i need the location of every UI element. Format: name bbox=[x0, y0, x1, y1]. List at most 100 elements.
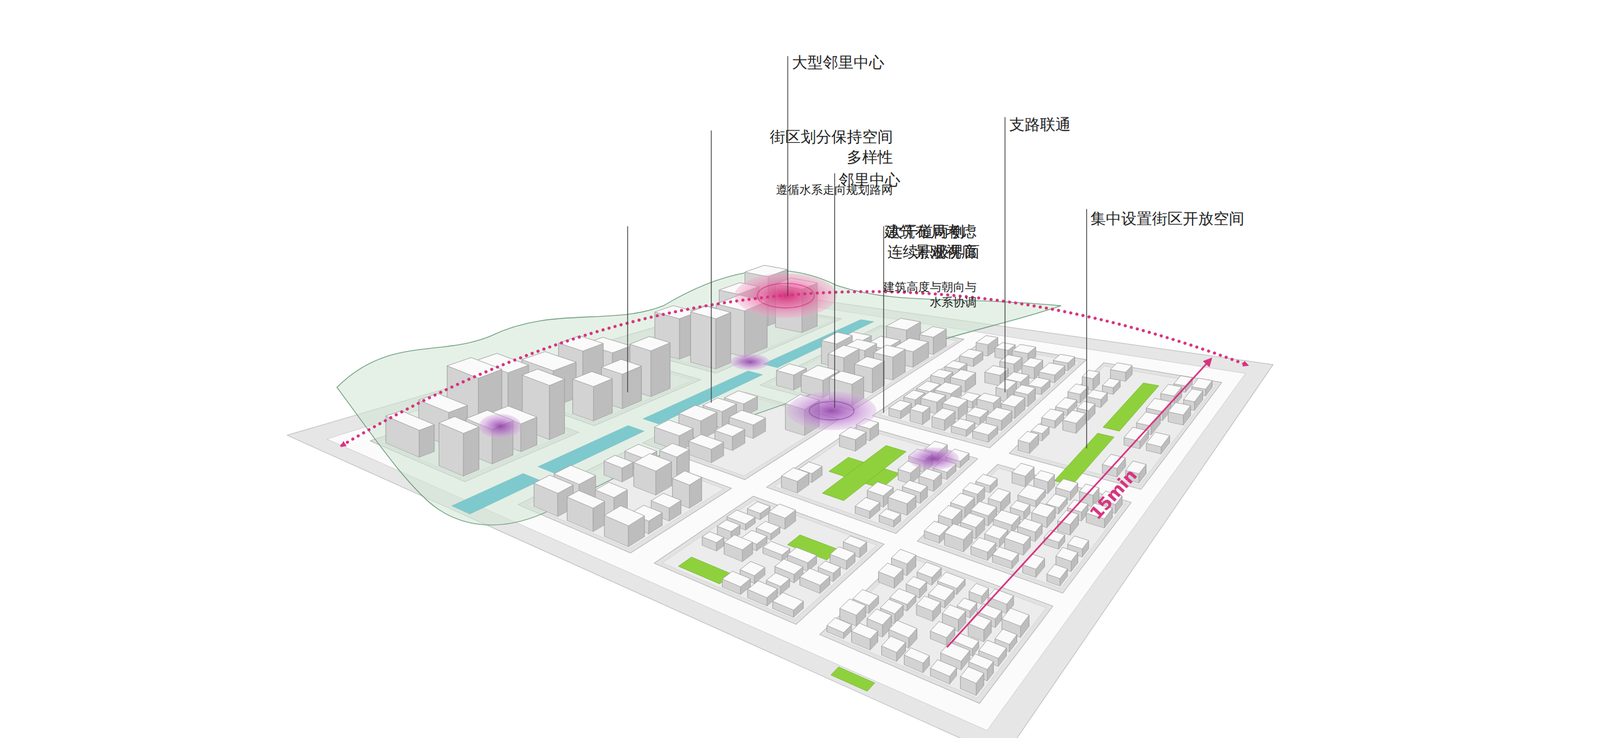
building bbox=[800, 568, 831, 594]
building-wall bbox=[463, 427, 479, 477]
building-roof bbox=[979, 640, 1007, 660]
building bbox=[604, 505, 645, 548]
building bbox=[992, 547, 1019, 570]
open-space bbox=[830, 667, 875, 692]
building-roof bbox=[951, 419, 975, 431]
callout-text: 次干道两侧 连续积极界面 bbox=[887, 222, 980, 263]
building bbox=[688, 435, 724, 464]
building-roof bbox=[963, 483, 985, 495]
building bbox=[722, 571, 751, 596]
building bbox=[702, 532, 724, 552]
building-roof bbox=[1055, 397, 1077, 410]
callout-label: 街区划分保持空间 多样性 bbox=[769, 127, 893, 168]
center-circle bbox=[478, 414, 522, 439]
callout-label: 大型邻里中心 bbox=[792, 52, 885, 74]
building-roof bbox=[1046, 494, 1068, 508]
building-roof bbox=[920, 392, 946, 403]
building bbox=[572, 371, 613, 421]
callout-label: 建筑高度与朝向与 水系协调 bbox=[883, 279, 977, 310]
center-circle bbox=[786, 391, 877, 431]
building-roof bbox=[601, 359, 642, 375]
leader-line bbox=[787, 56, 788, 296]
building-roof bbox=[930, 660, 957, 677]
block-inner bbox=[1016, 366, 1216, 486]
building-roof bbox=[787, 547, 817, 564]
building-roof bbox=[995, 629, 1017, 645]
open-space bbox=[1054, 433, 1115, 486]
building-roof bbox=[418, 393, 468, 413]
building-roof bbox=[1053, 354, 1076, 364]
building-wall bbox=[651, 342, 671, 397]
building bbox=[855, 497, 880, 519]
building bbox=[851, 623, 878, 651]
building-roof bbox=[776, 364, 807, 376]
building-roof bbox=[881, 636, 906, 653]
building-roof bbox=[572, 371, 613, 387]
building bbox=[1146, 432, 1170, 455]
building-roof bbox=[1086, 390, 1108, 400]
building-roof bbox=[1033, 470, 1055, 483]
building-roof bbox=[1079, 484, 1099, 496]
building-roof bbox=[1014, 385, 1036, 396]
building-roof bbox=[984, 525, 1008, 540]
building-massing bbox=[385, 265, 1213, 696]
building-roof bbox=[851, 623, 878, 640]
building-roof bbox=[972, 422, 998, 436]
center-ring bbox=[809, 401, 855, 421]
building-roof bbox=[1017, 484, 1045, 501]
building-wall bbox=[715, 312, 731, 370]
building-roof bbox=[1001, 395, 1025, 408]
walking-range-arc bbox=[342, 291, 1247, 446]
building-roof bbox=[889, 400, 912, 412]
block-inner bbox=[827, 556, 1047, 699]
landscape-wash bbox=[337, 270, 1062, 525]
building bbox=[690, 306, 731, 370]
building bbox=[438, 417, 479, 477]
building-roof bbox=[385, 411, 435, 431]
building-roof bbox=[906, 577, 927, 590]
building-roof bbox=[1146, 432, 1170, 448]
building bbox=[930, 660, 957, 685]
building-roof bbox=[1031, 424, 1050, 434]
callout-label: 次干道两侧 连续积极界面 bbox=[887, 222, 980, 263]
building-roof bbox=[1067, 536, 1089, 549]
building bbox=[781, 468, 809, 494]
building bbox=[772, 592, 804, 618]
building-roof bbox=[595, 482, 628, 498]
building-roof bbox=[534, 475, 573, 494]
building bbox=[960, 667, 984, 696]
building-roof bbox=[1146, 398, 1172, 413]
building bbox=[724, 535, 753, 562]
callout-text: 建筑高度与朝向与 水系协调 bbox=[883, 279, 977, 310]
street-block bbox=[872, 342, 1087, 448]
building-roof bbox=[942, 605, 966, 621]
building-roof bbox=[1168, 403, 1191, 416]
building-roof bbox=[1012, 344, 1036, 354]
building-roof bbox=[919, 326, 946, 338]
building bbox=[1022, 554, 1045, 578]
building-roof bbox=[1010, 500, 1031, 512]
building-roof bbox=[942, 396, 968, 408]
building-roof bbox=[715, 424, 745, 437]
callout-text: 集中设置街区开放空间 bbox=[1090, 209, 1245, 230]
leader-lines bbox=[627, 56, 1087, 449]
building-roof bbox=[867, 482, 893, 497]
building-roof bbox=[854, 356, 885, 369]
building-wall bbox=[690, 312, 716, 370]
building-roof bbox=[873, 345, 906, 358]
building-roof bbox=[1076, 401, 1095, 412]
building-roof bbox=[447, 357, 503, 378]
building-roof bbox=[1031, 503, 1055, 519]
building-roof bbox=[879, 509, 901, 521]
leader-line bbox=[883, 226, 884, 413]
building-roof bbox=[1000, 355, 1023, 365]
building bbox=[968, 614, 991, 643]
building bbox=[604, 455, 634, 482]
building-roof bbox=[688, 435, 724, 450]
building-roof bbox=[729, 410, 766, 426]
building-roof bbox=[654, 420, 694, 437]
building-roof bbox=[1124, 427, 1149, 442]
callout-label: 支路联通 bbox=[1009, 115, 1071, 136]
building-roof bbox=[651, 493, 681, 509]
